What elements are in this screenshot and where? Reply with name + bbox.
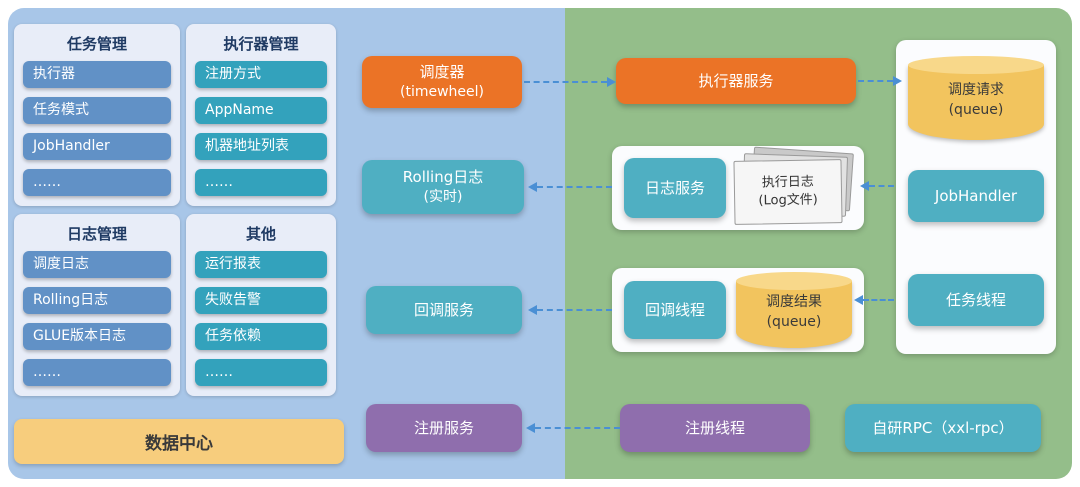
panel-item: Rolling日志: [23, 287, 171, 314]
arrow-log-service-to-rolling-log: [528, 181, 612, 193]
callback-thread-node: 回调线程: [624, 281, 726, 339]
dispatch-request-subtitle: (queue): [948, 102, 1004, 119]
task-thread-node: 任务线程: [908, 274, 1044, 326]
panel-item: 任务模式: [23, 97, 171, 124]
scheduler-subtitle: (timewheel): [400, 83, 484, 100]
register-service-label: 注册服务: [413, 418, 474, 437]
arrow-task-thread-to-dispatch-result: [854, 294, 894, 306]
panel-item: ……: [23, 359, 171, 386]
arrow-executor-service-to-queue: [858, 75, 902, 87]
panel-item: ……: [195, 359, 327, 386]
arrow-head-icon: [607, 77, 616, 87]
arrow-head-icon: [528, 182, 537, 192]
arrow-head-icon: [854, 295, 863, 305]
log-service-node: 日志服务: [624, 158, 726, 218]
rolling-log-node: Rolling日志 (实时): [362, 160, 524, 214]
arrow-jobhandler-to-exec-log: [860, 180, 894, 192]
panel-title: 其他: [245, 225, 276, 243]
arrow-line: [524, 81, 607, 83]
arrow-head-icon: [526, 423, 535, 433]
panel-log-management: 日志管理 调度日志 Rolling日志 GLUE版本日志 ……: [14, 214, 180, 396]
register-thread-label: 注册线程: [684, 418, 745, 437]
cylinder-label: 调度结果 (queue): [736, 292, 852, 333]
panel-title: 日志管理: [66, 225, 127, 243]
scheduler-node: 调度器 (timewheel): [362, 56, 522, 108]
callback-thread-label: 回调线程: [644, 300, 705, 319]
register-thread-node: 注册线程: [620, 404, 810, 452]
arrow-scheduler-to-executor-service: [524, 76, 616, 88]
arrow-line: [863, 299, 894, 301]
executor-service-node: 执行器服务: [616, 58, 856, 104]
panel-item: 失败告警: [195, 287, 327, 314]
dispatch-request-queue-cylinder: 调度请求 (queue): [908, 56, 1044, 140]
rolling-log-subtitle: (实时): [423, 188, 463, 205]
panel-others: 其他 运行报表 失败告警 任务依赖 ……: [186, 214, 336, 396]
paper-sheet-front: 执行日志 (Log文件): [733, 159, 843, 225]
panel-item: 注册方式: [195, 61, 327, 88]
cylinder-top: [736, 272, 852, 290]
arrow-register-thread-to-register-service: [526, 422, 620, 434]
register-service-node: 注册服务: [366, 404, 522, 452]
panel-item: ……: [23, 169, 171, 196]
arrow-line: [869, 185, 894, 187]
panel-title: 执行器管理: [223, 35, 299, 53]
panel-item: ……: [195, 169, 327, 196]
jobhandler-label: JobHandler: [934, 186, 1018, 205]
rpc-node: 自研RPC（xxl-rpc）: [845, 404, 1041, 452]
exec-log-title: 执行日志: [761, 174, 814, 191]
exec-log-file-stack-icon: 执行日志 (Log文件): [733, 146, 856, 226]
data-center-label: 数据中心: [145, 434, 213, 454]
arrow-callback-thread-to-callback-service: [528, 304, 612, 316]
dispatch-request-title: 调度请求: [948, 82, 1004, 98]
exec-log-subtitle: (Log文件): [758, 192, 818, 209]
cylinder-label: 调度请求 (queue): [908, 80, 1044, 121]
dispatch-result-queue-cylinder: 调度结果 (queue): [736, 272, 852, 348]
data-center-box: 数据中心: [14, 419, 344, 464]
panel-item: JobHandler: [23, 133, 171, 160]
dispatch-result-subtitle: (queue): [766, 314, 822, 331]
rpc-label: 自研RPC（xxl-rpc）: [872, 418, 1014, 437]
cylinder-body: [736, 281, 852, 348]
panel-task-management: 任务管理 执行器 任务模式 JobHandler ……: [14, 24, 180, 206]
log-service-label: 日志服务: [644, 178, 705, 197]
arrow-head-icon: [860, 181, 869, 191]
dispatch-result-title: 调度结果: [766, 294, 822, 310]
callback-service-label: 回调服务: [413, 300, 474, 319]
panel-title: 任务管理: [66, 35, 127, 53]
arrow-line: [858, 80, 893, 82]
arrow-head-icon: [893, 76, 902, 86]
panel-item: 机器地址列表: [195, 133, 327, 160]
jobhandler-node: JobHandler: [908, 170, 1044, 222]
executor-service-label: 执行器服务: [698, 71, 774, 90]
cylinder-top: [908, 56, 1044, 74]
scheduler-title: 调度器: [419, 63, 465, 82]
arrow-line: [537, 186, 612, 188]
arrow-line: [537, 309, 612, 311]
rolling-log-title: Rolling日志: [402, 168, 484, 187]
panel-executor-management: 执行器管理 注册方式 AppName 机器地址列表 ……: [186, 24, 336, 206]
panel-item: GLUE版本日志: [23, 323, 171, 350]
panel-item: AppName: [195, 97, 327, 124]
panel-item: 任务依赖: [195, 323, 327, 350]
arrow-head-icon: [528, 305, 537, 315]
callback-service-node: 回调服务: [366, 286, 522, 334]
arrow-line: [535, 427, 620, 429]
panel-item: 运行报表: [195, 251, 327, 278]
panel-item: 调度日志: [23, 251, 171, 278]
cylinder-body: [908, 65, 1044, 140]
panel-item: 执行器: [23, 61, 171, 88]
task-thread-label: 任务线程: [945, 290, 1006, 309]
